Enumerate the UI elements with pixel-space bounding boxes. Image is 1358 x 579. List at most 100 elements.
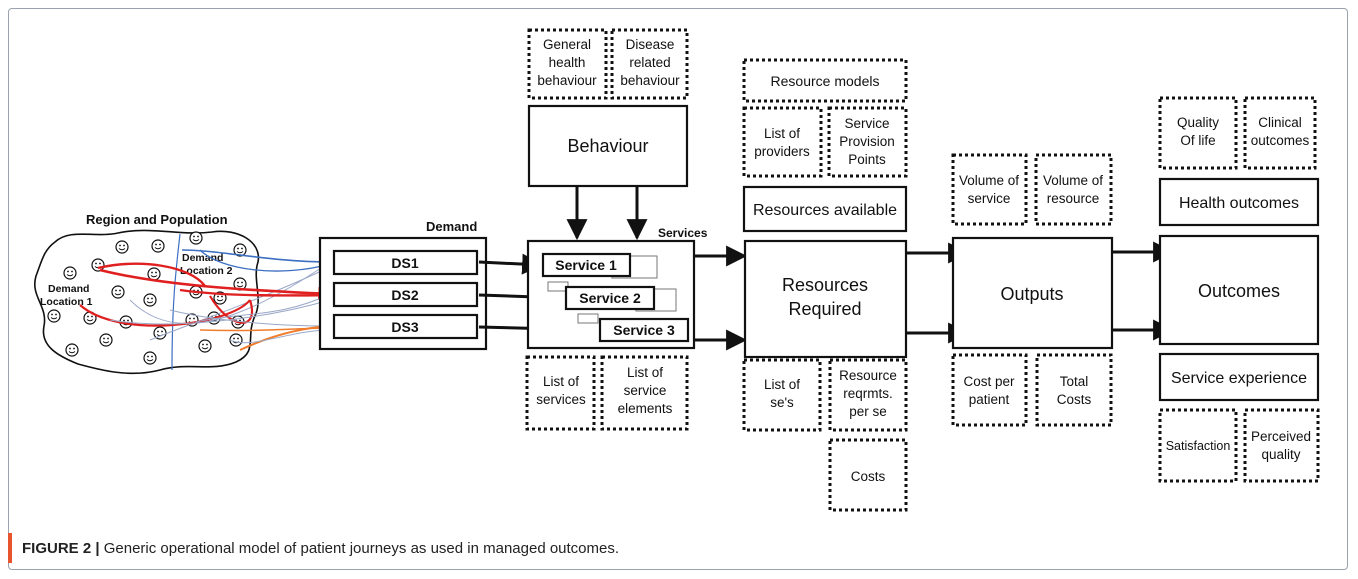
outputs-group: Volume of service Volume of resource Out… [951,153,1114,427]
provision-points-line1: Service [844,116,889,131]
behaviour-label: Behaviour [567,136,648,156]
ds3-box[interactable] [332,313,479,340]
health-outcomes-label: Health outcomes [1179,195,1299,212]
outcomes-group: Quality Of life Clinical outcomes Health… [1158,96,1320,483]
list-of-services-line1: List of [543,374,579,389]
demand-flow-line [195,293,331,323]
service1-box[interactable] [541,252,632,278]
person-face-icon [198,339,212,353]
resources-available-box[interactable] [742,185,908,233]
service-connector-2 [577,313,599,324]
resource-reqrmts-line3: per se [849,404,887,419]
figure-caption: FIGURE 2 | Generic operational model of … [22,540,619,557]
resource-reqrmts-box [828,358,908,432]
caption-text: Generic operational model of patient jou… [99,540,620,557]
general-behaviour-line1: General [543,37,591,52]
resource-reqrmts-line1: Resource [839,368,897,383]
outputs-box[interactable] [951,236,1114,350]
service3-label: Service 3 [613,322,675,338]
demand-flow-line [79,299,251,327]
disease-behaviour-line1: Disease [626,37,675,52]
figure-frame [8,8,1348,570]
general-behaviour-line3: behaviour [537,73,597,88]
total-costs-line1: Total [1060,374,1089,389]
location2-line2: Location 2 [180,265,233,277]
ds1-box[interactable] [332,249,479,276]
list-of-ses-line1: List of [764,377,800,392]
person-face-icon [99,333,113,347]
list-of-providers-box [742,106,823,178]
provision-points-line3: Points [848,152,886,167]
caption-label: FIGURE 2 | [22,540,100,557]
person-face-icon [65,343,79,357]
list-of-service-elements-line3: elements [618,401,673,416]
service-experience-box[interactable] [1158,352,1320,402]
resource-models-box [742,58,908,103]
person-face-icon [233,277,247,291]
demand-flows [79,249,332,351]
list-of-providers-line2: providers [754,144,810,159]
demand-flow-line [181,249,331,266]
region-divider [171,233,181,371]
person-face-icon [151,239,165,253]
region-map: Region and Population Demand Location 2 … [33,212,332,375]
volume-service-line2: service [968,191,1011,206]
satisfaction-box [1158,408,1238,483]
person-face-icon [153,326,167,340]
services-title: Services [658,226,708,240]
volume-resource-line1: Volume of [1043,173,1103,188]
list-of-service-elements-line2: service [624,383,667,398]
demand-group: Demand DS1 DS2 DS3 [318,219,488,351]
services-group: Services Service 1 Service 2 Service 3 [526,226,708,350]
person-face-icon [233,243,247,257]
demand-flow-line [109,299,331,325]
list-of-services-line2: services [536,392,586,407]
perceived-quality-line2: quality [1261,447,1300,462]
location1-line1: Demand [48,283,89,295]
volume-service-box [951,153,1028,226]
costs-box [828,438,908,512]
provision-points-line2: Provision [839,134,895,149]
demand-flow-line [129,261,331,324]
service2-label: Service 2 [579,290,641,306]
outcomes-box[interactable] [1158,234,1320,346]
person-face-icon [143,293,157,307]
demand-flow-line [169,309,331,327]
service1-label: Service 1 [555,257,617,273]
ds3-label: DS3 [391,319,418,335]
person-face-icon [115,240,129,254]
demand-flow-line [179,288,331,297]
person-face-icon [91,258,105,272]
ds2-label: DS2 [391,287,418,303]
health-outcomes-box[interactable] [1158,177,1320,227]
service2-box[interactable] [564,285,656,311]
total-costs-box [1035,353,1113,427]
list-of-ses-line2: se's [770,395,794,410]
cost-per-patient-box [951,353,1028,427]
service3-box[interactable] [598,317,690,343]
person-face-icon [143,351,157,365]
quality-of-life-line1: Quality [1177,115,1219,130]
list-of-providers-line1: List of [764,126,800,141]
costs-label: Costs [851,469,886,484]
caption-accent-bar [8,533,12,563]
demand-flow-line [97,262,206,287]
ds2-box[interactable] [332,281,479,308]
perceived-quality-box [1243,408,1320,483]
resource-reqrmts-line2: reqrmts. [843,386,893,401]
demand-flow-line [229,329,331,344]
quality-of-life-box [1158,96,1238,170]
outcomes-label: Outcomes [1198,281,1280,301]
behaviour-group: General health behaviour Disease related… [527,28,689,241]
ds1-label: DS1 [391,255,418,271]
resources-required-box[interactable] [743,239,908,359]
total-costs-line2: Costs [1057,392,1092,407]
location1-line2: Location 1 [40,296,93,308]
list-of-services-box [525,355,596,431]
person-face-icon [229,333,243,347]
satisfaction-label: Satisfaction [1166,439,1231,453]
general-behaviour-line2: health [549,55,586,70]
clinical-outcomes-box [1243,96,1317,170]
behaviour-box[interactable] [527,104,689,188]
